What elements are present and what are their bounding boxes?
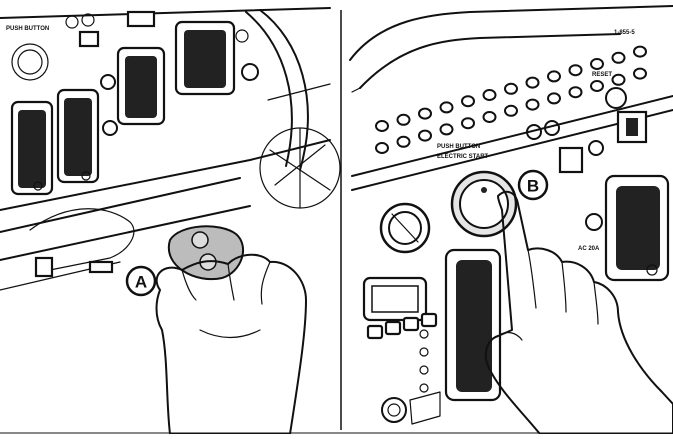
right-panel-top-edge-2 <box>351 95 673 177</box>
left-connector-3 <box>241 63 259 81</box>
left-outlet-cover-2 <box>56 88 100 184</box>
choke-knob <box>379 202 431 254</box>
vent-hole <box>396 113 411 126</box>
vent-hole <box>461 95 475 108</box>
left-outlet-cover-3 <box>116 46 166 126</box>
ac-20a-label: AC 20A <box>578 246 600 252</box>
left-connector-2 <box>102 120 118 136</box>
vent-hole <box>568 64 583 77</box>
callout-b-label: B <box>527 177 539 196</box>
right-panel: 1-855-5 RESET PUSH BUTTON ELECTRIC START <box>345 0 673 435</box>
vent-hole <box>482 111 497 123</box>
phone-number-text: 1-855-5 <box>614 30 635 36</box>
electric-start-button <box>450 170 518 238</box>
left-indicator-1 <box>65 15 79 29</box>
vent-hole <box>633 45 647 58</box>
push-button-title: PUSH BUTTON <box>437 144 480 150</box>
reset-button <box>605 87 627 109</box>
indicator-light-3 <box>588 140 604 156</box>
left-hand <box>155 253 307 435</box>
lcd-buttons <box>366 312 438 340</box>
lower-indicators <box>419 329 429 393</box>
vent-row-upper <box>375 45 647 132</box>
left-indicator-2 <box>81 13 95 27</box>
left-small-rect <box>126 10 156 28</box>
left-connector-4 <box>235 29 249 43</box>
left-connector-1 <box>100 74 116 90</box>
vent-hole <box>504 82 518 95</box>
vent-hole <box>633 67 647 80</box>
left-rail-bottom <box>0 205 251 261</box>
right-outlet-cover-1 <box>444 248 502 402</box>
lcd-display <box>362 276 428 322</box>
right-small-switch <box>558 146 584 174</box>
left-cable-loop <box>29 208 135 273</box>
push-button-subtitle: ELECTRIC START <box>437 154 489 160</box>
left-lower-edge <box>0 139 331 211</box>
left-frame-line <box>267 83 331 101</box>
vent-hole <box>547 70 561 83</box>
vent-hole <box>504 104 518 117</box>
right-hand <box>484 190 673 435</box>
vent-hole <box>375 142 389 154</box>
vent-hole <box>418 129 432 142</box>
vent-hole <box>547 92 561 105</box>
right-handle-bottom <box>359 33 621 89</box>
left-top-edge <box>0 7 331 19</box>
indicator-light-1 <box>526 124 542 140</box>
right-outlet-cover-2 <box>604 174 670 282</box>
vent-hole <box>568 86 583 99</box>
left-push-button-label: PUSH BUTTON <box>6 26 49 32</box>
right-handle-end <box>351 87 361 93</box>
vent-hole <box>375 120 389 132</box>
vent-hole <box>525 98 540 111</box>
callout-a: A <box>125 265 157 297</box>
left-fan-detail <box>259 127 341 209</box>
left-toggle-switch <box>78 30 100 48</box>
vent-hole <box>482 89 497 101</box>
left-panel: PUSH BUTTON <box>0 0 341 435</box>
left-outlet-cover-1 <box>10 100 54 196</box>
left-frame-curve-2 <box>245 11 293 167</box>
vent-hole <box>525 76 540 89</box>
left-plug-cable <box>88 260 114 274</box>
left-outlet-cover-4 <box>174 20 236 96</box>
left-frame-curve-1 <box>259 9 309 171</box>
right-rocker-switch-inner <box>626 118 638 136</box>
vent-hole <box>611 51 626 64</box>
vent-hole <box>439 101 454 114</box>
callout-a-label: A <box>135 273 147 292</box>
left-plug-jack <box>34 256 54 278</box>
remote-button-top <box>191 231 209 249</box>
vent-hole <box>439 123 454 136</box>
left-start-button-inner <box>17 49 43 75</box>
vent-hole <box>611 73 626 86</box>
left-start-button <box>11 43 49 81</box>
right-connector <box>585 213 603 231</box>
callout-b: B <box>517 169 549 201</box>
vent-row-lower <box>375 67 647 154</box>
vent-hole <box>590 80 604 92</box>
reset-label: RESET <box>592 72 612 78</box>
vent-hole <box>590 58 604 70</box>
vent-hole <box>418 107 432 120</box>
right-handle-top <box>349 5 673 61</box>
vent-hole <box>396 135 411 148</box>
indicator-light-2 <box>544 120 560 136</box>
vent-hole <box>461 117 475 130</box>
bottom-connector <box>381 391 441 425</box>
